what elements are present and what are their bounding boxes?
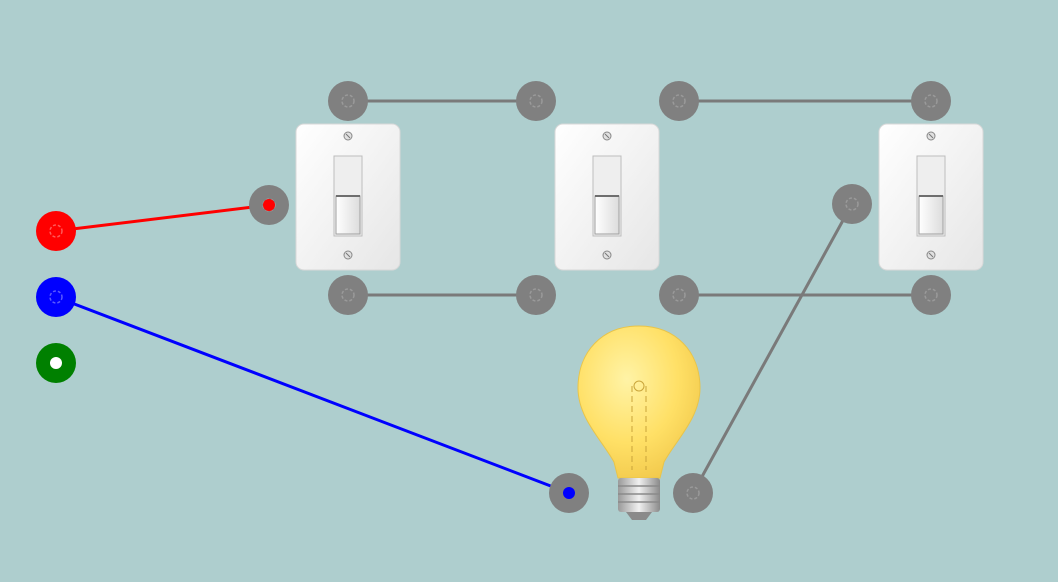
terminal-hole-icon: [50, 357, 62, 369]
wire-end-blue: [563, 487, 575, 499]
switch-3-top-terminal[interactable]: [911, 81, 951, 121]
switch-2-top-right-terminal[interactable]: [659, 81, 699, 121]
switch-2-bottom-right-terminal[interactable]: [659, 275, 699, 315]
switch-2-top-left-terminal[interactable]: [516, 81, 556, 121]
terminal-ring-icon: [529, 94, 543, 108]
switch-1-bottom-terminal[interactable]: [328, 275, 368, 315]
bulb-tip: [626, 512, 652, 520]
wire-end-red: [263, 199, 275, 211]
terminal-ring-icon: [529, 288, 543, 302]
terminal-ring-icon: [341, 288, 355, 302]
green-source-terminal[interactable]: [36, 343, 76, 383]
switch-rocker[interactable]: [594, 195, 620, 235]
screw-slot: [604, 133, 610, 139]
blue-source-terminal[interactable]: [36, 277, 76, 317]
light-switch-3[interactable]: [878, 123, 984, 271]
terminal-ring-icon: [686, 486, 700, 500]
switch-rocker[interactable]: [918, 195, 944, 235]
bulb-base: [618, 478, 660, 512]
light-switch-2[interactable]: [554, 123, 660, 271]
terminal-ring-icon: [49, 290, 63, 304]
wire-bulb-to-switch3[interactable]: [691, 203, 854, 494]
power-sources: [36, 211, 76, 383]
bulb-filament-loop: [633, 380, 645, 392]
wire-blue-to-bulb[interactable]: [55, 295, 570, 495]
wires-layer: [55, 99, 931, 495]
bulb-left-terminal[interactable]: [549, 473, 589, 513]
switch-1-top-terminal[interactable]: [328, 81, 368, 121]
screw-slot: [345, 252, 351, 258]
terminal-ring-icon: [672, 288, 686, 302]
terminal-ring-icon: [845, 197, 859, 211]
screw-slot: [928, 133, 934, 139]
terminal-ring-icon: [924, 288, 938, 302]
terminal-ring-icon: [341, 94, 355, 108]
terminal-ring-icon: [49, 224, 63, 238]
light-bulb[interactable]: [577, 325, 701, 520]
screw-slot: [928, 252, 934, 258]
switch-3-bottom-terminal[interactable]: [911, 275, 951, 315]
bulb-filament: [631, 386, 647, 470]
switch-2-bottom-left-terminal[interactable]: [516, 275, 556, 315]
light-switch-1[interactable]: [295, 123, 401, 271]
switch-rocker[interactable]: [335, 195, 361, 235]
switch-1-common-terminal[interactable]: [249, 185, 289, 225]
screw-slot: [604, 252, 610, 258]
red-source-terminal[interactable]: [36, 211, 76, 251]
terminal-ring-icon: [924, 94, 938, 108]
bulb-right-terminal[interactable]: [673, 473, 713, 513]
terminals-layer: [249, 81, 951, 513]
wire-red-to-switch1[interactable]: [55, 203, 270, 233]
terminal-ring-icon: [672, 94, 686, 108]
bulb-glass: [577, 325, 701, 479]
switch-3-common-terminal[interactable]: [832, 184, 872, 224]
screw-slot: [345, 133, 351, 139]
